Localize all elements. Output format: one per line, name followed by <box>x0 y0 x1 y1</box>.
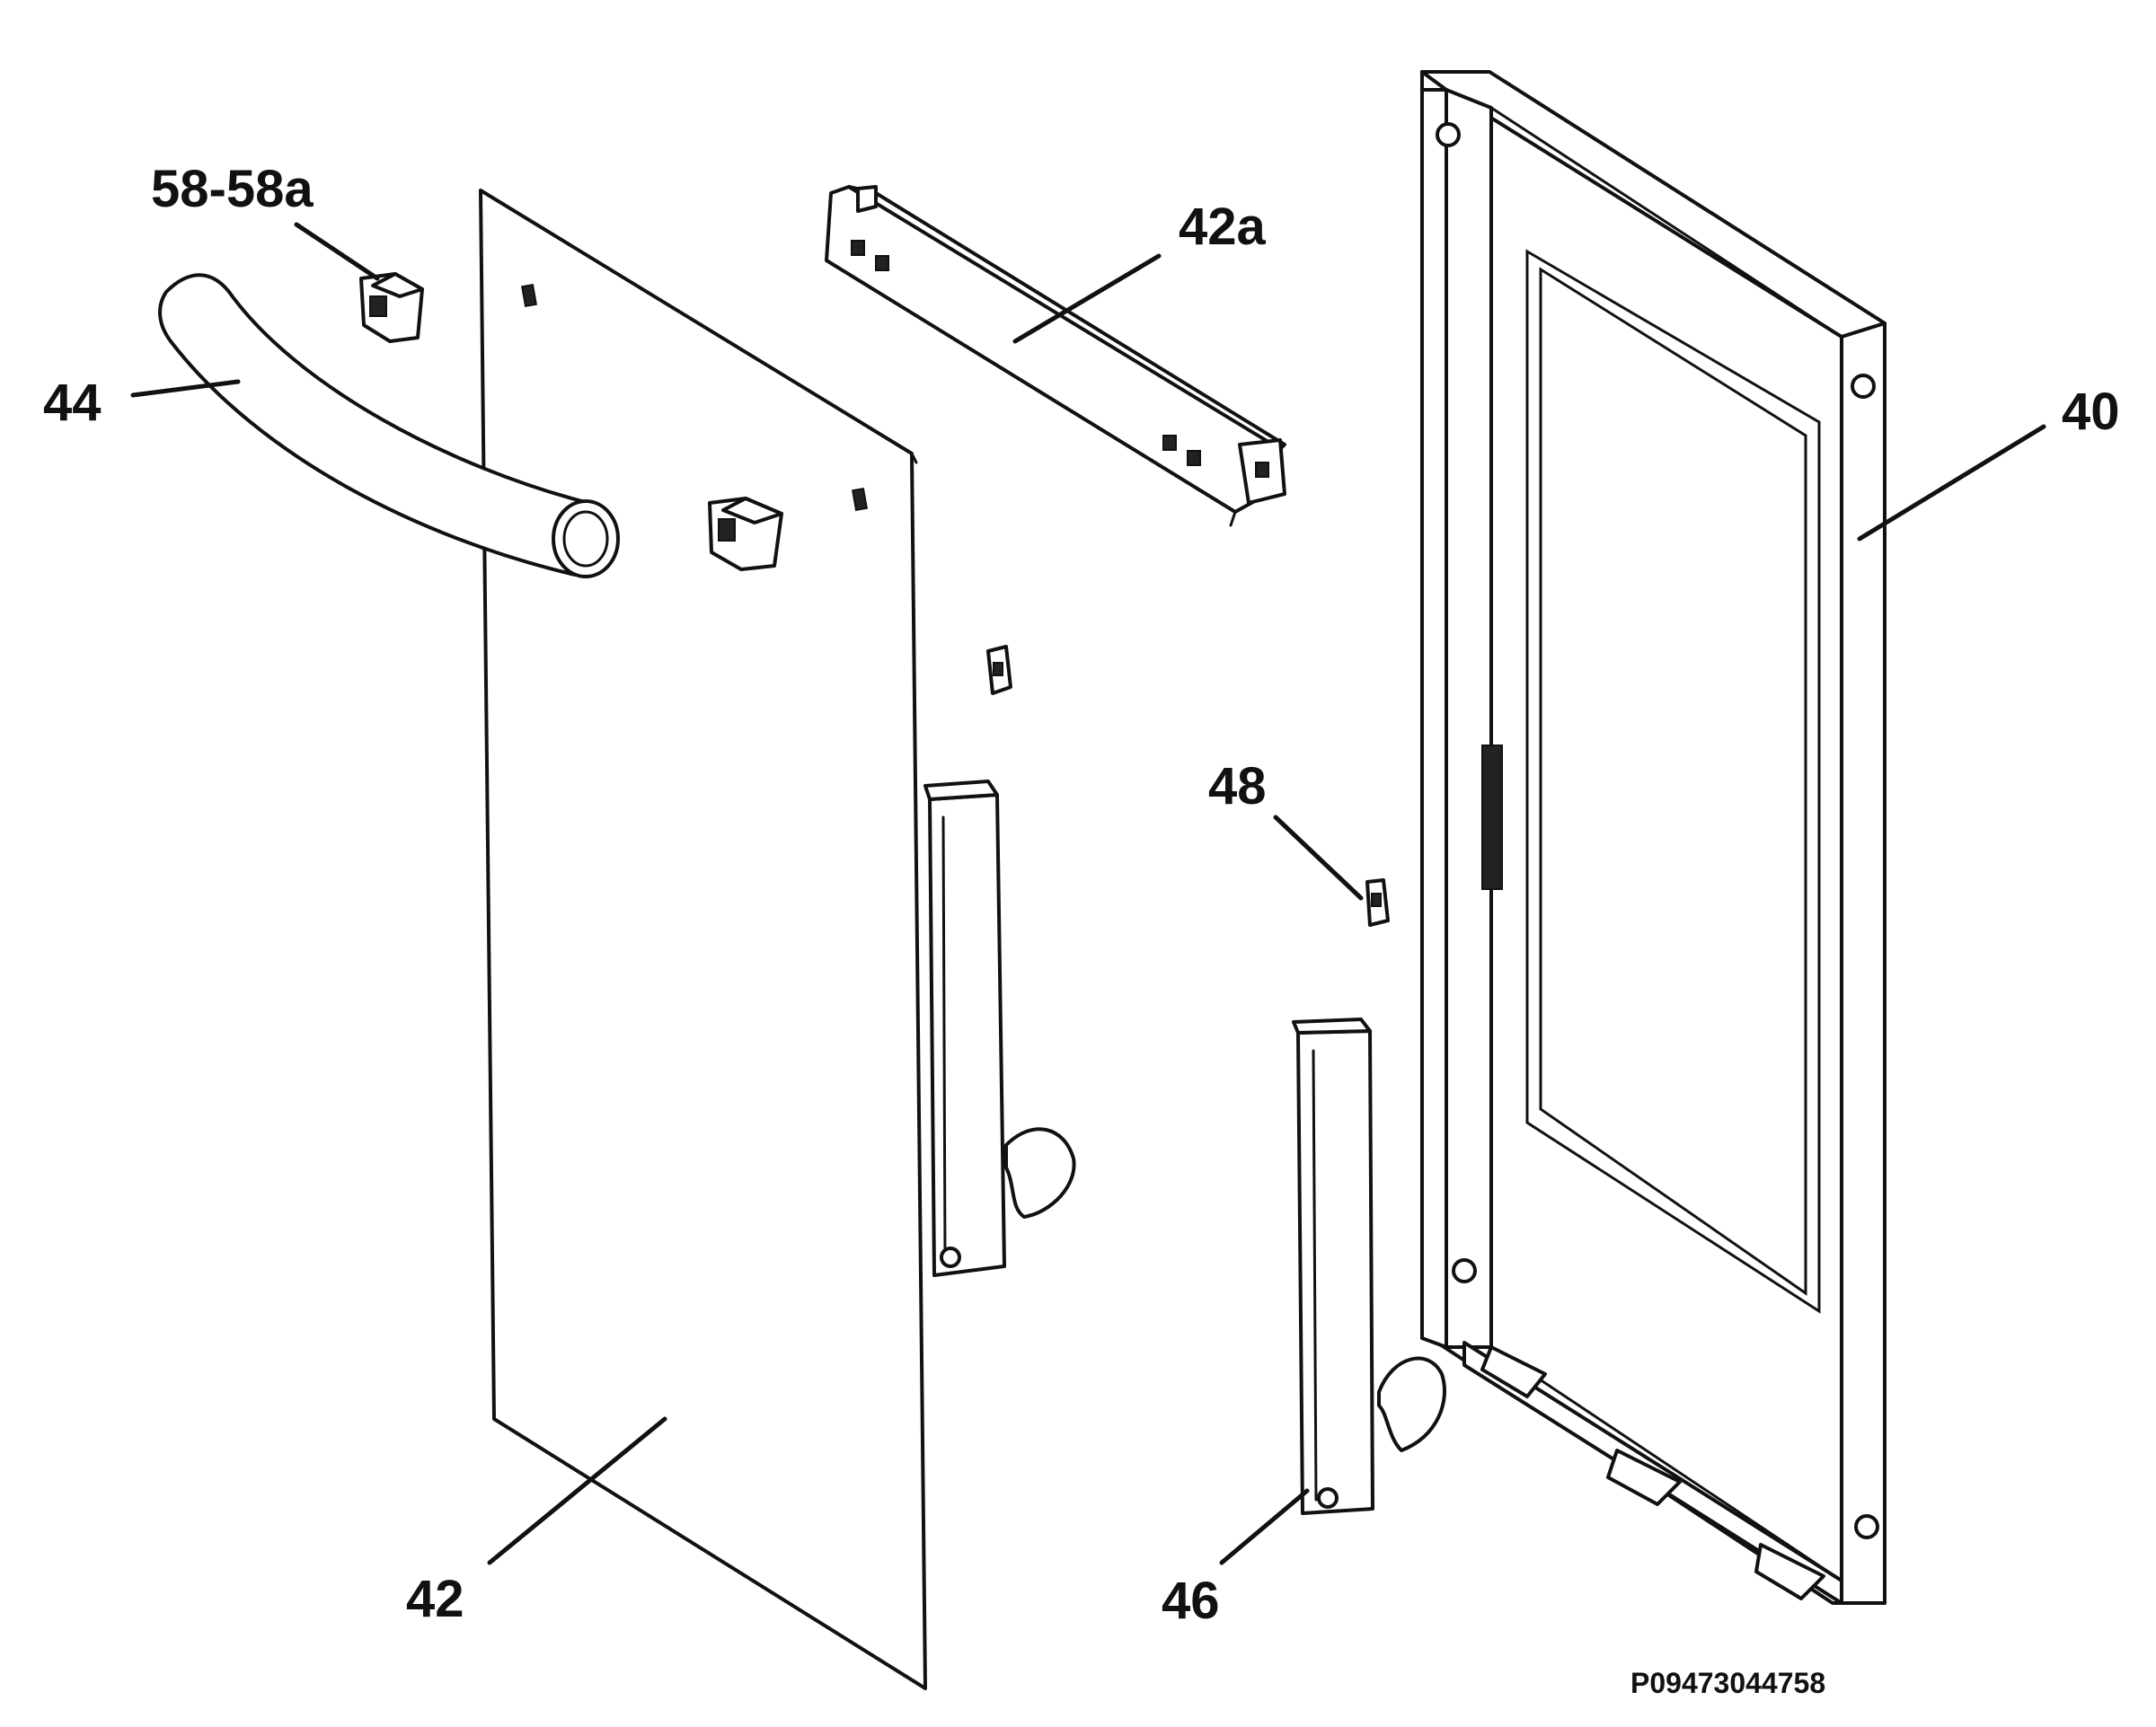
screw-part <box>1365 878 1390 927</box>
label-outer-panel: 42 <box>406 1570 464 1628</box>
door-frame-part <box>1420 70 1886 1605</box>
drawing-code: P09473044758 <box>1630 1667 1825 1699</box>
handle-clips-part <box>359 272 783 571</box>
top-profile-part <box>825 185 1286 527</box>
label-hinge: 46 <box>1162 1572 1220 1630</box>
handle-part <box>158 273 620 578</box>
label-handle-clips: 58-58a <box>151 160 314 218</box>
leader-outer-panel <box>487 1416 667 1565</box>
leader-handle <box>130 379 241 398</box>
small-clip-part <box>986 645 1012 695</box>
outer-panel-part <box>479 189 927 1690</box>
panel-hinge-part <box>923 780 1076 1277</box>
leader-hinge <box>1219 1488 1310 1565</box>
label-top-profile: 42a <box>1179 198 1267 256</box>
label-handle: 44 <box>43 374 102 432</box>
leader-lines <box>130 222 2046 1565</box>
label-door-frame: 40 <box>2062 383 2120 441</box>
leader-handle-clips <box>294 222 380 281</box>
leader-screw <box>1273 815 1364 901</box>
leader-door-frame <box>1857 424 2046 542</box>
hinge-part <box>1292 1018 1446 1515</box>
leader-top-profile <box>1012 253 1162 344</box>
label-screw: 48 <box>1208 757 1267 815</box>
